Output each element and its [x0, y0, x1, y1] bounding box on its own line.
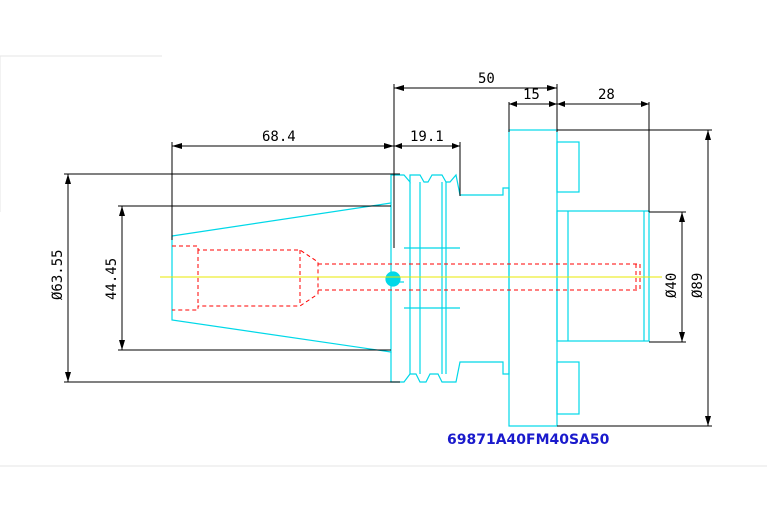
dim-text-89: Ø89	[690, 273, 706, 298]
part-number: 69871A40FM40SA50	[447, 432, 610, 448]
dimension-lines	[64, 84, 712, 427]
dim-text-44-45: 44.45	[104, 258, 120, 300]
groove-section	[390, 173, 510, 383]
hidden-bore-taper	[172, 245, 319, 311]
dim-text-15: 15	[523, 87, 540, 103]
dim-text-50: 50	[478, 71, 495, 87]
gauge-ball	[385, 271, 401, 287]
flange	[508, 129, 558, 427]
spigot	[556, 210, 650, 342]
part-outline	[171, 129, 650, 427]
hidden-lines	[172, 245, 641, 311]
dim-text-19-1: 19.1	[410, 129, 444, 145]
key-slot-bottom	[556, 361, 580, 415]
dim-text-28: 28	[598, 87, 615, 103]
dim-text-40: Ø40	[664, 273, 680, 298]
key-slot-top	[556, 141, 580, 193]
dim-text-63-55: Ø63.55	[50, 249, 66, 300]
dim-text-68-4: 68.4	[262, 129, 296, 145]
frame-edges	[0, 55, 767, 467]
dimension-arrows	[65, 85, 711, 426]
